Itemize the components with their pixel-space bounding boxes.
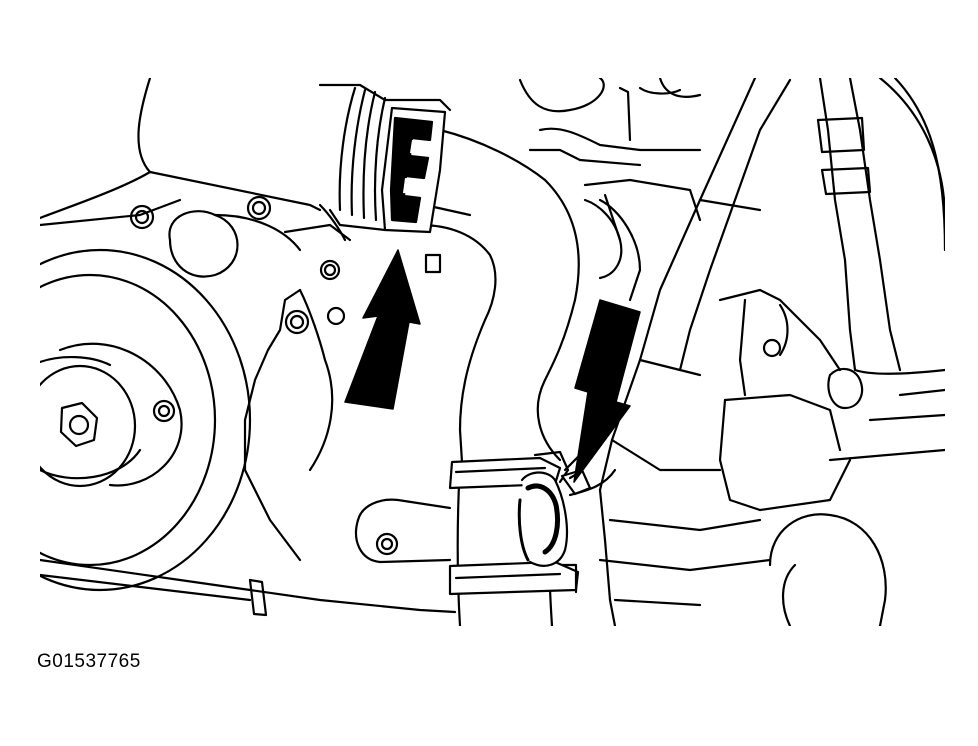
upper-radiator-hose [418, 128, 580, 464]
pump-bracket [598, 288, 852, 626]
hose-neck [318, 83, 452, 242]
figure-id-label: G01537765 [37, 651, 141, 672]
bolt-icon [284, 309, 310, 335]
coolant-pipe [816, 78, 945, 410]
bolt-icon [762, 338, 782, 358]
crankshaft-pulley [40, 248, 252, 592]
bolt-icon [375, 532, 399, 556]
upper-hose-clamp [380, 106, 447, 234]
upper-hose-clamp-arrow [344, 249, 421, 410]
engine-bracket [518, 78, 702, 280]
bolt-icon [129, 204, 155, 230]
engine-housing [40, 78, 352, 278]
alternator [768, 78, 945, 626]
frame-rail [598, 78, 792, 492]
pulley-center-nut-icon [59, 401, 99, 448]
timing-cover [40, 288, 457, 617]
lower-hose-clamp-arrow [573, 299, 641, 483]
bolt-icon [326, 306, 346, 326]
bracket-plate [598, 198, 642, 302]
bolt-icon [246, 195, 272, 221]
bolt-icon [319, 259, 341, 281]
bolt-icon [152, 399, 176, 423]
spring-hose-clamp [517, 468, 592, 567]
lower-hose-clamp-bottom [448, 560, 580, 596]
bolt-icon [424, 253, 442, 274]
